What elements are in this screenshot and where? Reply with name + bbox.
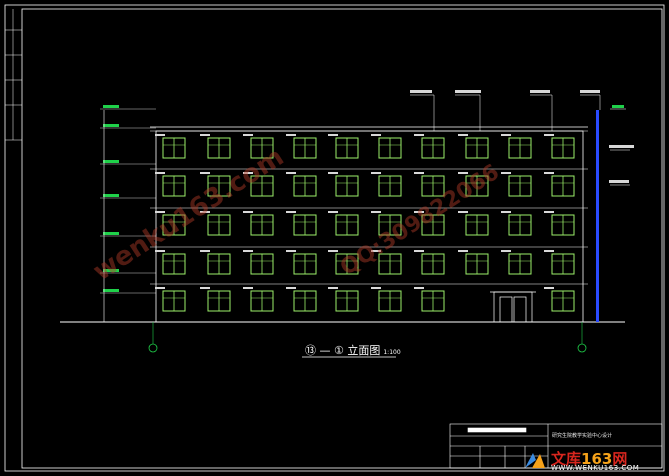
level-marker	[103, 160, 119, 163]
title-block-project: 研究生院教学实验中心设计	[552, 433, 613, 439]
level-marker	[103, 124, 119, 127]
level-marker	[103, 232, 119, 235]
logo-brand-text: 文库	[551, 450, 582, 468]
floor-lines	[150, 168, 588, 285]
drawing-border	[21, 8, 663, 469]
axis-bubble-right	[577, 322, 587, 353]
logo-brand: 文库163网	[551, 448, 627, 469]
level-marker	[103, 289, 119, 292]
axis-bubble-left	[148, 322, 158, 353]
drawing-title-label: ⑬ — ① 立面图	[305, 344, 381, 357]
level-marker	[103, 194, 119, 197]
level-marker	[103, 269, 119, 272]
binding-strip	[5, 9, 22, 141]
entrance-door	[490, 291, 536, 323]
level-markers-right	[610, 105, 626, 110]
logo-brand-number: 163	[581, 450, 613, 468]
logo-mark-icon	[525, 453, 545, 468]
level-marker	[103, 105, 119, 108]
building-elevation	[150, 110, 599, 323]
logo-domain: WWW.WENKU163.COM	[551, 464, 640, 472]
downpipe	[596, 110, 599, 322]
leader-annotations	[410, 94, 630, 186]
drawing-scale: 1:100	[383, 349, 401, 356]
title-block	[449, 423, 663, 469]
logo-brand-suffix: 网	[612, 450, 628, 468]
annotation-labels	[410, 90, 634, 183]
outer-frame	[4, 4, 665, 472]
building-outline	[155, 130, 584, 323]
level-markers-left	[100, 105, 156, 294]
window-grid	[155, 134, 575, 312]
site-logo: 文库163网 WWW.WENKU163.COM	[523, 449, 663, 473]
